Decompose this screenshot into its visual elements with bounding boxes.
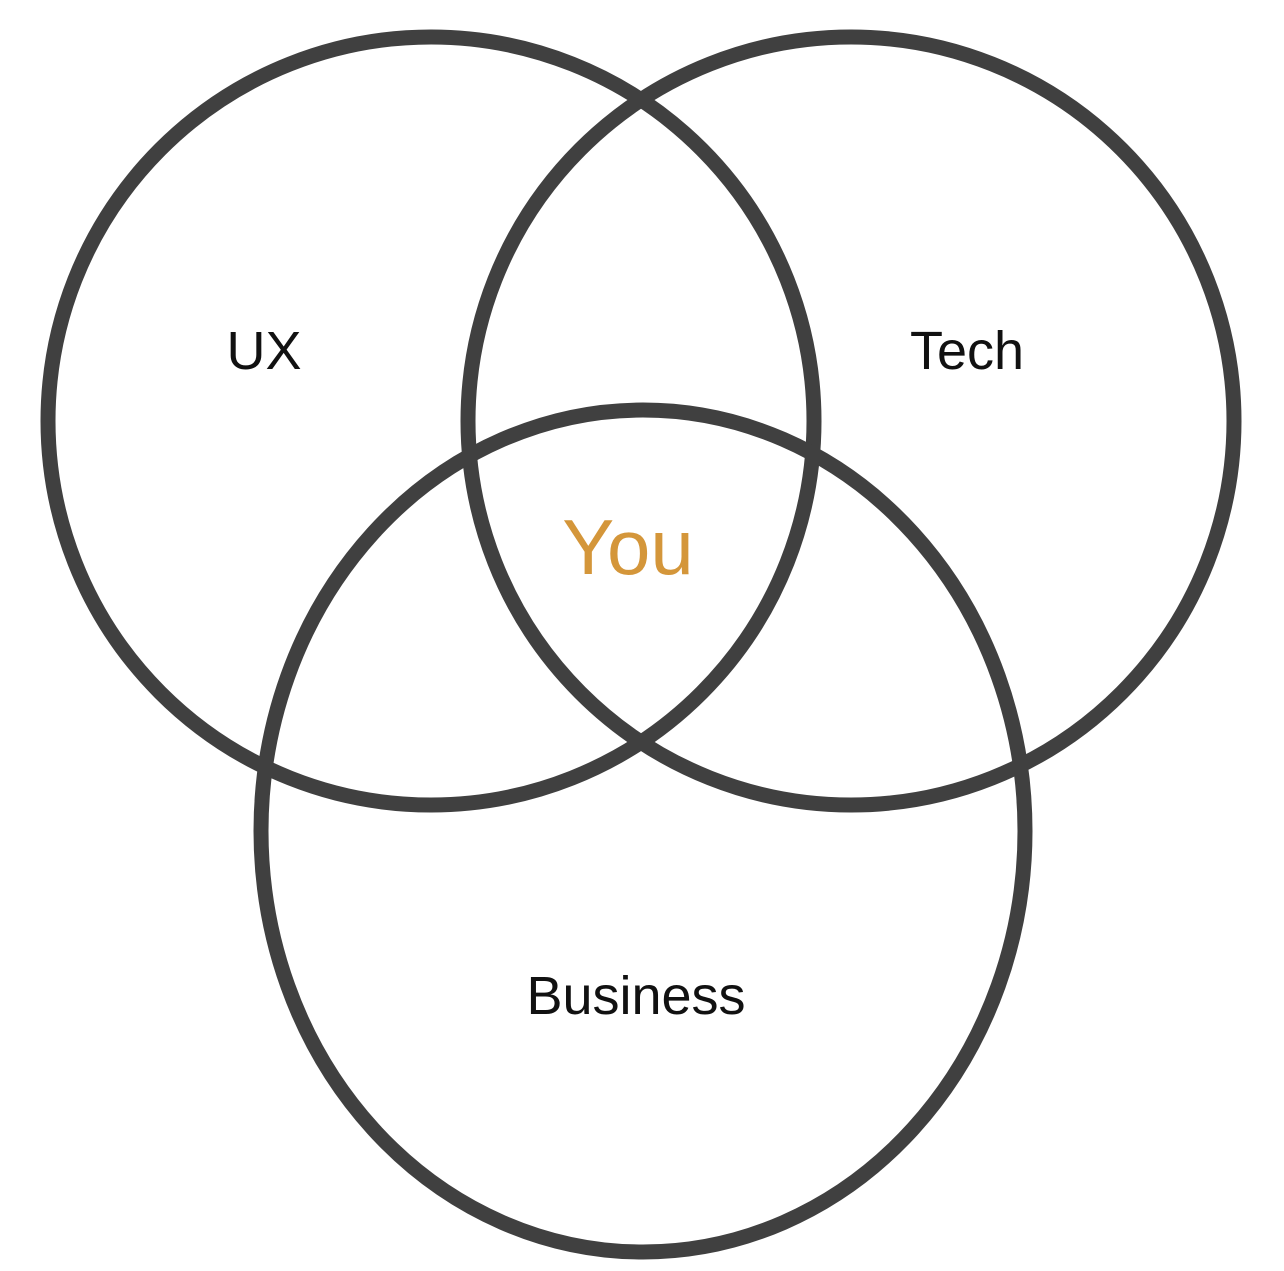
ux-circle: [40, 29, 822, 813]
business-label: Business: [526, 966, 745, 1026]
intersection-label: You: [562, 503, 694, 591]
business-circle: [253, 402, 1033, 1260]
ux-label: UX: [226, 321, 301, 381]
tech-label: Tech: [910, 321, 1024, 381]
tech-circle: [460, 29, 1242, 813]
